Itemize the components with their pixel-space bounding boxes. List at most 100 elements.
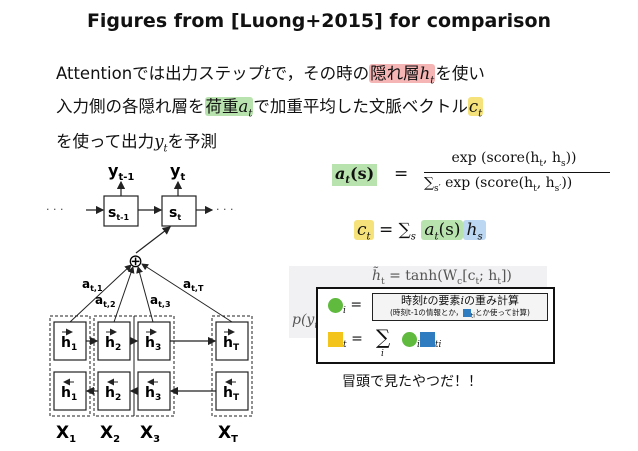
input-token-label: X1 <box>56 423 76 445</box>
formula2-lhs-c: c <box>357 220 367 240</box>
pbox-row1-i: i <box>343 305 346 316</box>
arrow-plus-to-s-t <box>135 226 171 254</box>
pbox-row2-equals: = <box>351 331 363 347</box>
formula1-lhs-a: a <box>335 164 346 183</box>
paragraph-line-2: 入力側の各隠れ層を荷重atで加重平均した文脈ベクトルct <box>56 93 484 120</box>
formula2-sum: ∑ <box>398 220 411 240</box>
formula2-lhs-sub: t <box>366 231 371 243</box>
a-tT-label: at,T <box>183 277 204 293</box>
pbox-row2-t: t <box>343 339 347 350</box>
column-dashed-frame <box>49 315 91 417</box>
line-col1-to-plus <box>69 264 132 323</box>
formula1-den-text: exp (score(h <box>445 175 534 191</box>
pbox-row2-sum: ∑ <box>376 325 391 349</box>
formula2-lhs: ct <box>354 220 374 243</box>
text-wo-tsukai: を使い <box>435 64 485 83</box>
input-token-label: X2 <box>100 423 120 445</box>
decoder-state-t <box>161 195 197 227</box>
line-colT-to-plus <box>141 263 233 323</box>
text-predict: を予測 <box>167 132 218 151</box>
backward-hidden-box <box>137 371 171 411</box>
pbox-weight-label: 時刻tの要素iの重み計算 (時刻t-1の情報とか， tiとか使って計算) <box>372 293 548 321</box>
column-dashed-frame <box>211 315 253 417</box>
math-a-sub: t <box>248 108 253 120</box>
text-input-hidden: 入力側の各隠れ層を <box>56 97 205 116</box>
formula1-num-mid: , h <box>543 150 561 166</box>
dots-left: · · · <box>46 203 63 216</box>
formula1-den-mid: , h <box>536 175 555 191</box>
backward-hidden-box <box>97 371 131 411</box>
formula2-h: h <box>466 220 478 240</box>
formula1-lhs: at(s) <box>332 164 378 187</box>
yellow-square-icon <box>328 331 343 347</box>
math-y: y <box>154 132 164 151</box>
formula3-rhs-end2: ; h <box>479 268 498 284</box>
formula3-lhs-sub: t <box>381 276 385 287</box>
formula3-rhs-end: [c <box>462 268 476 284</box>
blue-square-icon <box>462 309 471 317</box>
pbox-row1-lhs: i = <box>328 297 362 316</box>
pbox-title-b: の要素 <box>427 294 461 307</box>
s-prev-label: st-1 <box>108 205 129 222</box>
pbox-sub-a: (時刻t-1の情報とか， <box>390 308 463 317</box>
pbox-title-t: t <box>423 294 428 307</box>
formula1-den-sum: ∑ <box>424 175 434 191</box>
formula3-rhs-sub: c <box>457 276 463 287</box>
a-t2-label: at,2 <box>95 293 116 309</box>
forward-hidden-box <box>215 321 249 361</box>
forward-hidden-label: h1 <box>61 335 77 353</box>
green-circle-icon-2 <box>402 331 417 347</box>
backward-hidden-label: h3 <box>145 385 161 403</box>
pbox-weight-sub: (時刻t-1の情報とか， tiとか使って計算) <box>373 307 547 322</box>
line-col3-to-plus <box>136 266 154 323</box>
math-a: a <box>238 97 249 116</box>
math-h-sub: t <box>430 75 435 87</box>
green-circle-icon <box>328 297 343 313</box>
highlight-context: ct <box>467 97 484 120</box>
pbox-weight-title: 時刻tの要素iの重み計算 <box>373 294 547 307</box>
formula2-weight: at(s) <box>421 220 464 243</box>
backward-hidden-label: h1 <box>61 385 77 403</box>
math-c: c <box>468 97 479 116</box>
formula3-rhs-end3: ]) <box>500 268 512 284</box>
formula3-rhs-sub2: t <box>475 276 480 287</box>
text-attention: Attentionでは出力ステップ <box>56 64 265 83</box>
backward-hidden-label: h2 <box>105 385 121 403</box>
formula1-numerator: exp (score(ht, hs)) <box>451 150 577 169</box>
text-hidden-layer: 隠れ層 <box>370 64 420 83</box>
formula-prob: p(yt <box>292 312 318 331</box>
formula3-p: p(y <box>292 312 315 328</box>
formula1-den-sum-sub: s′ <box>434 183 441 194</box>
formula3-lhs: h̃ <box>372 268 382 284</box>
a-t1-label: at,1 <box>82 277 103 293</box>
formula2-term-sub: t <box>434 231 439 243</box>
column-dashed-frame <box>133 315 175 417</box>
math-c-sub: t <box>478 108 483 120</box>
formula2-term: a <box>424 220 435 240</box>
formula2-hidden: hs <box>463 220 486 243</box>
y-prev-label: yt-1 <box>108 161 134 183</box>
formula3-rhs-sub3: t <box>497 276 501 287</box>
paragraph-line-3: を使って出力ytを予測 <box>56 128 217 154</box>
input-token-label: XT <box>218 423 238 445</box>
forward-hidden-box <box>53 321 87 361</box>
comment-note: 冒頭で見たやつだ！！ <box>342 374 482 390</box>
formula1-denominator: ∑s′ exp (score(ht, hs′)) <box>424 175 573 194</box>
dots-right: · · · <box>216 203 233 216</box>
formula-attentional-hidden: h̃t = tanh(Wc[ct; ht]) <box>372 268 512 287</box>
pbox-sub-b: とか使って計算) <box>474 308 530 317</box>
a-t3-label: at,3 <box>150 293 171 309</box>
formula-context-vector: ct = ∑s at(s)hs <box>354 220 486 242</box>
slide-title: Figures from [Luong+2015] for comparison <box>86 10 552 32</box>
formula2-h-sub: s <box>477 231 483 243</box>
pbox-sub-ti: ti <box>470 312 475 320</box>
formula2-equals: = <box>378 220 394 240</box>
paragraph-line-1: Attentionでは出力ステップtで，その時の隠れ層htを使い <box>56 60 485 86</box>
forward-hidden-label: h3 <box>145 335 161 353</box>
math-h: h <box>419 64 431 83</box>
